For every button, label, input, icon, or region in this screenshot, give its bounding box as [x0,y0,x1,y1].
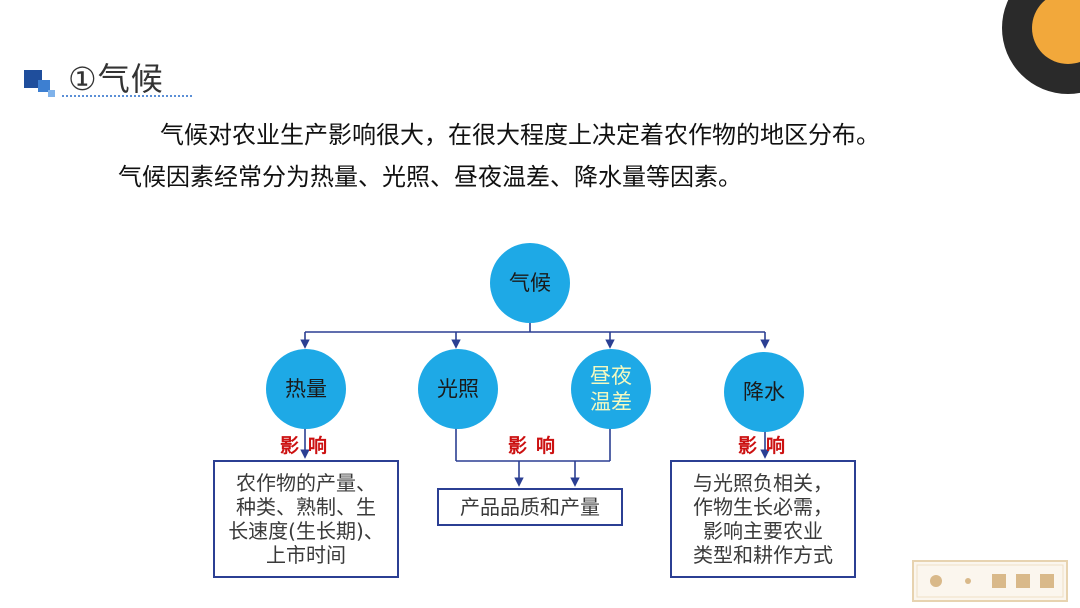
node-heat: 热量 [266,349,346,429]
paragraph-line-1: 气候对农业生产影响很大，在很大程度上决定着农作物的地区分布。 [160,121,880,149]
node-temp-diff: 昼夜 温差 [571,349,651,429]
influence-label-precip: 影响 [738,435,795,457]
influence-label-heat: 影响 [280,435,337,457]
box-precip-effect: 与光照负相关， 作物生长必需， 影响主要农业 类型和耕作方式 [670,460,856,578]
node-light: 光照 [418,349,498,429]
paragraph-line-2: 气候因素经常分为热量、光照、昼夜温差、降水量等因素。 [118,163,742,191]
slide-title: ①气候 [68,60,164,98]
influence-label-quality: 影响 [508,435,565,457]
node-climate: 气候 [490,243,570,323]
title-underline [62,95,192,97]
box-quality-effect: 产品品质和产量 [437,488,623,526]
corner-decoration [1002,0,1080,94]
title-bullet-icon [24,70,55,97]
watermark-stamp [912,560,1068,602]
box-heat-effect: 农作物的产量、 种类、熟制、生 长速度(生长期)、 上市时间 [213,460,399,578]
node-precipitation: 降水 [724,352,804,432]
